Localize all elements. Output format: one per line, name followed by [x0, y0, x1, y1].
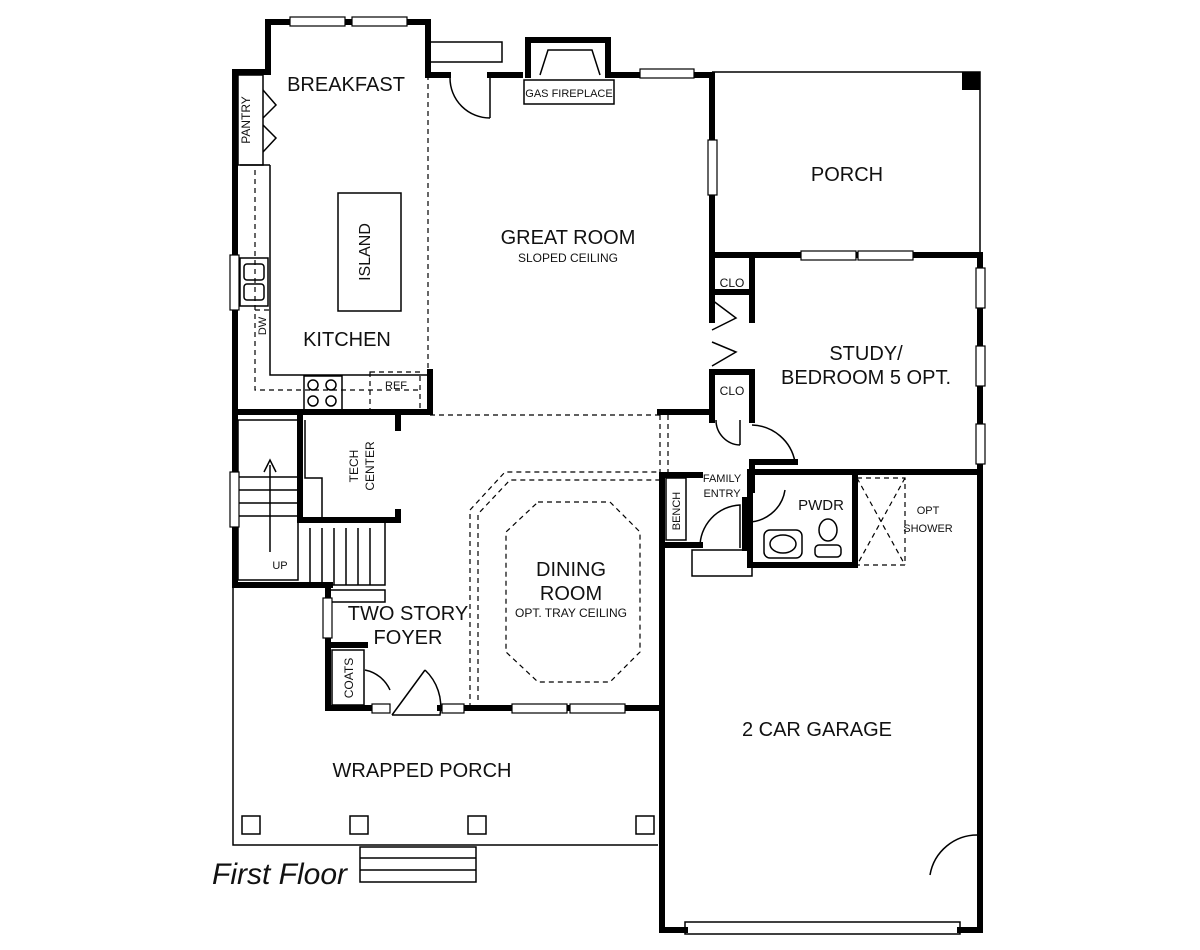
label-dining-line2: ROOM [540, 583, 602, 605]
label-foyer-line1: TWO STORY [348, 603, 468, 625]
island-counter [337, 192, 402, 312]
label-ref: REF [385, 380, 407, 392]
label-dw: DW [257, 316, 269, 335]
label-stairs-up: UP [272, 560, 287, 572]
garage [684, 834, 979, 935]
label-clo-lower: CLO [720, 384, 745, 398]
label-pwdr: PWDR [798, 497, 844, 514]
label-family-entry-line1: FAMILY [703, 473, 742, 485]
label-breakfast: BREAKFAST [287, 74, 405, 96]
closet-doors [711, 289, 796, 463]
label-kitchen: KITCHEN [303, 329, 391, 351]
front-door [331, 649, 442, 716]
label-family-entry-line2: ENTRY [703, 488, 741, 500]
label-tech-line2: CENTER [363, 441, 377, 491]
label-great-room: GREAT ROOM [501, 227, 636, 249]
label-porch: PORCH [811, 164, 883, 186]
label-pantry: PANTRY [239, 96, 253, 144]
family-entry [665, 477, 842, 577]
label-tech-line1: TECH [347, 450, 361, 483]
label-gas-fireplace: GAS FIREPLACE [525, 88, 612, 100]
label-study-line2: BEDROOM 5 OPT. [781, 367, 951, 389]
label-clo-upper: CLO [720, 276, 745, 290]
cooktop [303, 375, 343, 411]
wrapped-porch-outline [232, 588, 658, 846]
label-great-room-note: SLOPED CEILING [518, 251, 618, 265]
label-wrapped-porch: WRAPPED PORCH [333, 760, 512, 782]
sink [239, 257, 269, 307]
plan-title: First Floor [212, 858, 348, 891]
label-garage: 2 CAR GARAGE [742, 719, 892, 741]
label-foyer-line2: FOYER [374, 627, 443, 649]
windows [229, 16, 986, 714]
gas-fireplace [523, 37, 615, 105]
label-opt-shower-line1: OPT [917, 505, 940, 517]
dashed-lines [254, 75, 906, 708]
labels: BREAKFAST PANTRY ISLAND KITCHEN DW REF G… [212, 74, 953, 891]
label-coats: COATS [342, 658, 356, 698]
front-steps [329, 589, 477, 883]
pantry [237, 74, 278, 166]
label-dining-note: OPT. TRAY CEILING [515, 606, 627, 620]
label-opt-shower-line2: SHOWER [903, 523, 953, 535]
porch-column [962, 72, 980, 90]
label-dining-line1: DINING [536, 559, 606, 581]
label-bench: BENCH [671, 492, 683, 531]
rear-door [429, 41, 503, 119]
label-island: ISLAND [357, 223, 374, 281]
label-study-line1: STUDY/ [829, 343, 903, 365]
